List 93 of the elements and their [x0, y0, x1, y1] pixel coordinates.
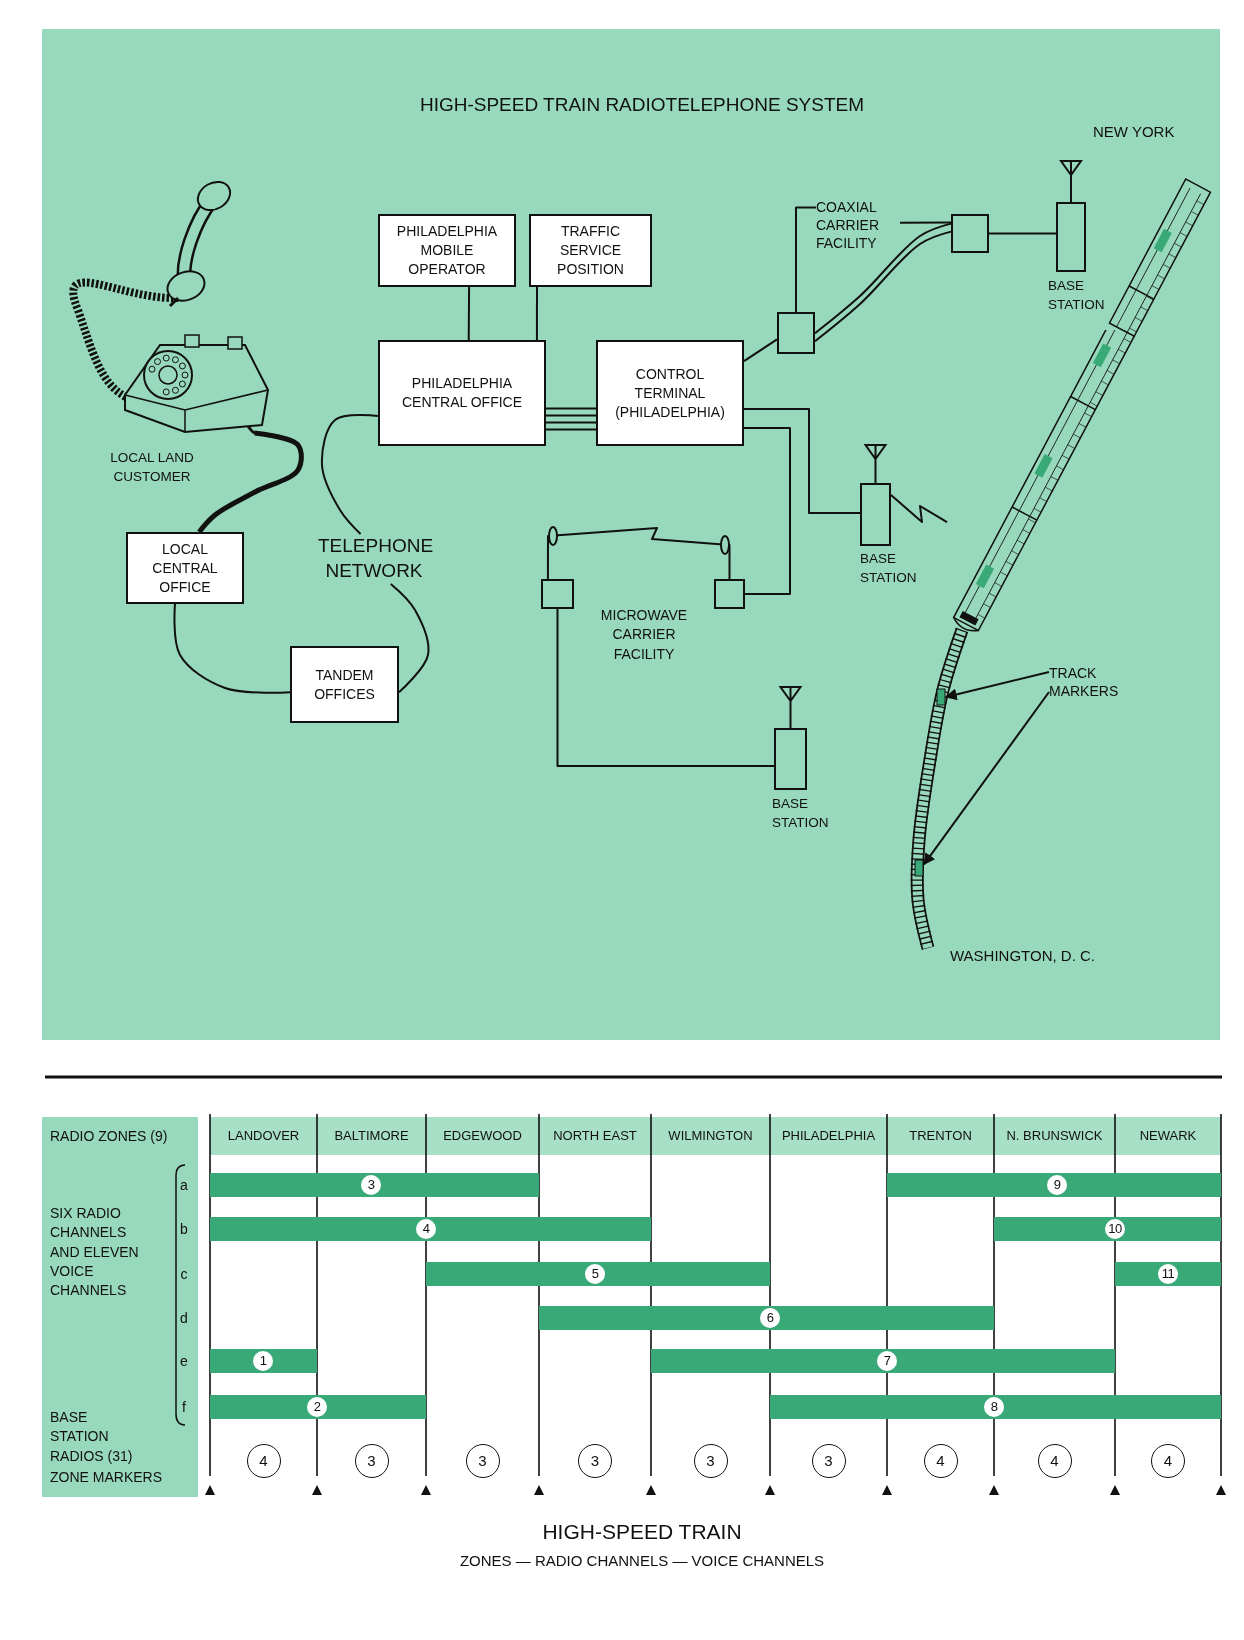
- channel-number: 5: [585, 1264, 605, 1284]
- zone-name: NORTH EAST: [552, 1127, 638, 1145]
- row-letter: d: [179, 1309, 189, 1328]
- leader-line: [899, 221, 952, 224]
- channel-bar: [887, 1173, 1221, 1197]
- connector: [535, 286, 538, 341]
- channel-number: 3: [361, 1175, 381, 1195]
- connector: [173, 603, 291, 694]
- zone-name: LANDOVER: [226, 1127, 301, 1145]
- zone-name: PHILADELPHIA: [780, 1127, 877, 1145]
- channel-bar: [210, 1173, 539, 1197]
- leader-line: [795, 206, 817, 313]
- box-label: TANDEM OFFICES: [313, 665, 376, 704]
- channel-number: 2: [307, 1397, 327, 1417]
- station-label: BASE STATION: [1048, 277, 1106, 314]
- phone-cord: [197, 430, 304, 534]
- track-marker: [914, 859, 924, 877]
- row-heading: ZONE MARKERS: [50, 1468, 163, 1487]
- channel-bar: [994, 1217, 1221, 1241]
- row-heading: RADIO ZONES (9): [50, 1127, 169, 1146]
- channel-bar: [770, 1395, 1221, 1419]
- channel-number: 7: [877, 1351, 897, 1371]
- carrier-box: [951, 214, 989, 253]
- zone-name: NEWARK: [1138, 1127, 1198, 1145]
- connector: [743, 427, 791, 595]
- zone-name: WILMINGTON: [667, 1127, 754, 1145]
- channel-bar: [210, 1395, 426, 1419]
- row-heading: SIX RADIO CHANNELS AND ELEVEN VOICE CHANNELS: [50, 1204, 140, 1301]
- connector: [320, 414, 379, 535]
- channel-bar: [651, 1349, 1115, 1373]
- channel-bar: [426, 1262, 770, 1286]
- channel-bar: [539, 1306, 994, 1330]
- caption: HIGH-SPEED TRAIN: [541, 1520, 743, 1544]
- base-station-box: [774, 686, 807, 790]
- facility-label: COAXIAL CARRIER FACILITY: [816, 197, 880, 253]
- box-label: TRAFFIC SERVICE POSITION: [556, 222, 625, 279]
- channel-bar: [1115, 1262, 1221, 1286]
- process-box: [378, 214, 516, 287]
- row-letter: c: [179, 1265, 189, 1284]
- connector: [467, 286, 471, 341]
- station-label: BASE STATION: [772, 795, 830, 832]
- microwave-link: [546, 527, 731, 580]
- row-letter: a: [179, 1176, 189, 1195]
- channel-number: 8: [984, 1397, 1004, 1417]
- box-label: LOCAL CENTRAL OFFICE: [151, 539, 219, 597]
- zone-name: TRENTON: [908, 1127, 973, 1145]
- leader-line: [944, 671, 1050, 701]
- row-letter: e: [179, 1352, 189, 1371]
- process-box: [378, 340, 546, 446]
- channel-number: 11: [1158, 1264, 1178, 1284]
- channel-number: 4: [416, 1219, 436, 1239]
- place-label: NEW YORK: [1093, 122, 1176, 142]
- channel-bar: [210, 1349, 317, 1373]
- caption-subtitle: ZONES — RADIO CHANNELS — VOICE CHANNELS: [458, 1551, 826, 1571]
- box-label: CONTROL TERMINAL (PHILADELPHIA): [614, 364, 726, 422]
- facility-label: MICROWAVE CARRIER FACILITY: [599, 606, 689, 664]
- base-station-box: [1056, 160, 1086, 272]
- channel-number: 6: [760, 1308, 780, 1328]
- leader-line: [923, 691, 1050, 866]
- box-label: PHILADELPHIA MOBILE OPERATOR: [395, 222, 499, 279]
- radio-link: [890, 494, 948, 524]
- connector: [743, 338, 778, 363]
- process-box: [290, 646, 399, 723]
- channel-bar: [210, 1217, 651, 1241]
- connector: [556, 608, 775, 768]
- station-label: BASE STATION: [860, 550, 918, 587]
- channel-number: 9: [1047, 1175, 1067, 1195]
- channel-number: 1: [253, 1351, 273, 1371]
- channel-number: 10: [1105, 1219, 1125, 1239]
- connector: [743, 408, 861, 514]
- diagram-title: HIGH-SPEED TRAIN RADIOTELEPHONE SYSTEM: [418, 94, 866, 116]
- coaxial-cable: [814, 222, 952, 343]
- row-letter: b: [179, 1220, 189, 1239]
- row-heading: BASE STATION RADIOS (31): [50, 1408, 134, 1466]
- marker-label: TRACK MARKERS: [1049, 663, 1120, 701]
- carrier-box: [714, 579, 745, 609]
- process-box: [529, 214, 652, 287]
- zone-name: N. BRUNSWICK: [1005, 1127, 1104, 1145]
- track-marker: [936, 688, 946, 706]
- place-label: WASHINGTON, D. C.: [950, 946, 1096, 966]
- process-box: [596, 340, 744, 446]
- trunk-lines: [545, 407, 597, 431]
- zone-name: BALTIMORE: [333, 1127, 410, 1145]
- base-station-box: [860, 444, 891, 546]
- row-letter: f: [181, 1398, 187, 1417]
- box-label: PHILADELPHIA CENTRAL OFFICE: [400, 374, 523, 412]
- zone-name: EDGEWOOD: [442, 1127, 523, 1145]
- connector: [389, 583, 430, 694]
- process-box: [126, 532, 244, 604]
- connector: [988, 232, 1057, 235]
- customer-label: LOCAL LAND CUSTOMER: [109, 449, 195, 486]
- carrier-box: [777, 312, 815, 354]
- carrier-box: [541, 579, 574, 609]
